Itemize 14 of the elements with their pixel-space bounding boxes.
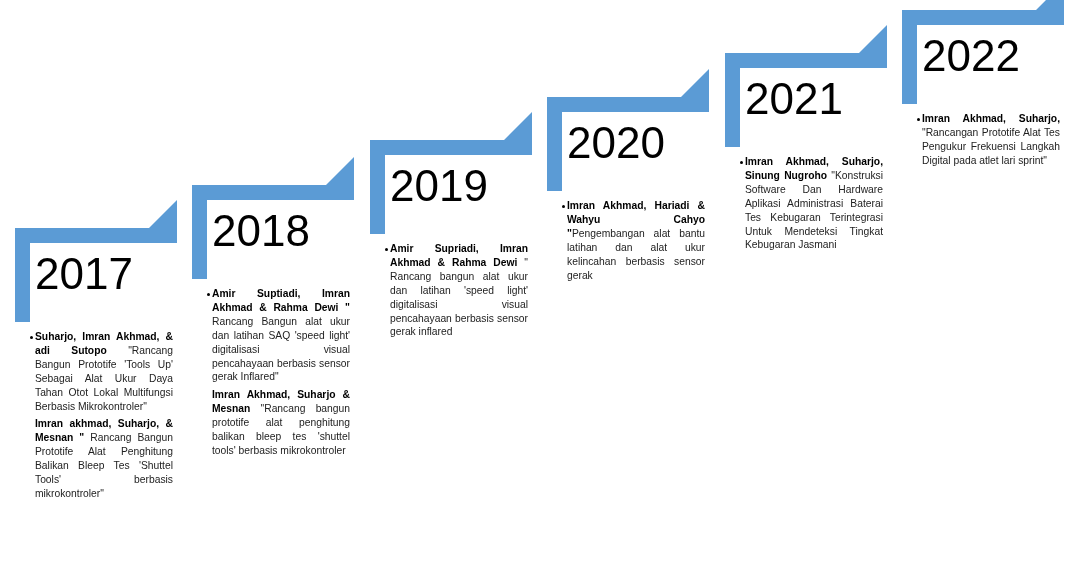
publication-entry: Imran Akhmad, Hariadi & Wahyu Cahyo "Pengembangan alat bantu latihan dan alat ukur kelincahan berbasis sensor gerak [567, 199, 705, 283]
publication-entry: Amir Suptiadi, Imran Akhmad & Rahma Dewi " Rancang Bangun alat ukur dan latihan SAQ 'speed light' digitalisasi visual pencahayaan berbasis sensor gerak Inflared" [212, 287, 350, 385]
year-label: 2019 [390, 160, 488, 212]
publication-entry: Suharjo, Imran Akhmad, & adi Sutopo "Rancang Bangun Prototife 'Tools Up' Sebagai Alat Ukur Daya Tahan Otot Lokal Multifungsi Berbasis Mikrokontroler" [35, 330, 173, 414]
publication-entry: Imran akhmad, Suharjo, & Mesnan " Rancang Bangun Prototife Alat Penghitung Balikan Bleep Tes 'Shuttel Tools' berbasis mikrokontroler" [35, 417, 173, 501]
year-label: 2020 [567, 117, 665, 169]
publication-entry: Amir Supriadi, Imran Akhmad & Rahma Dewi " Rancang bangun alat ukur dan latihan 'speed light' digitalisasi visual pencahayaan berbasis sensor gerak inflared [390, 242, 528, 340]
publication-entry: Imran Akhmad, Suharjo, Sinung Nugroho "Konstruksi Software Dan Hardware Aplikasi Administrasi Baterai Tes Kebugaran Terintegrasi Untuk Mendeteksi Tingkat Kebugaran Jasmani [745, 155, 883, 253]
year-label: 2018 [212, 205, 310, 257]
year-label: 2021 [745, 73, 843, 125]
publication-entry: Imran Akhmad, Suharjo, "Rancangan Prototife Alat Tes Pengukur Frekuensi Langkah Digital pada atlet lari sprint" [922, 112, 1060, 168]
publication-entry: Imran Akhmad, Suharjo & Mesnan "Rancang bangun prototife alat penghitung balikan bleep tes 'shuttel tools' berbasis mikrokontroler [212, 388, 350, 458]
year-label: 2017 [35, 248, 133, 300]
year-label: 2022 [922, 30, 1020, 82]
